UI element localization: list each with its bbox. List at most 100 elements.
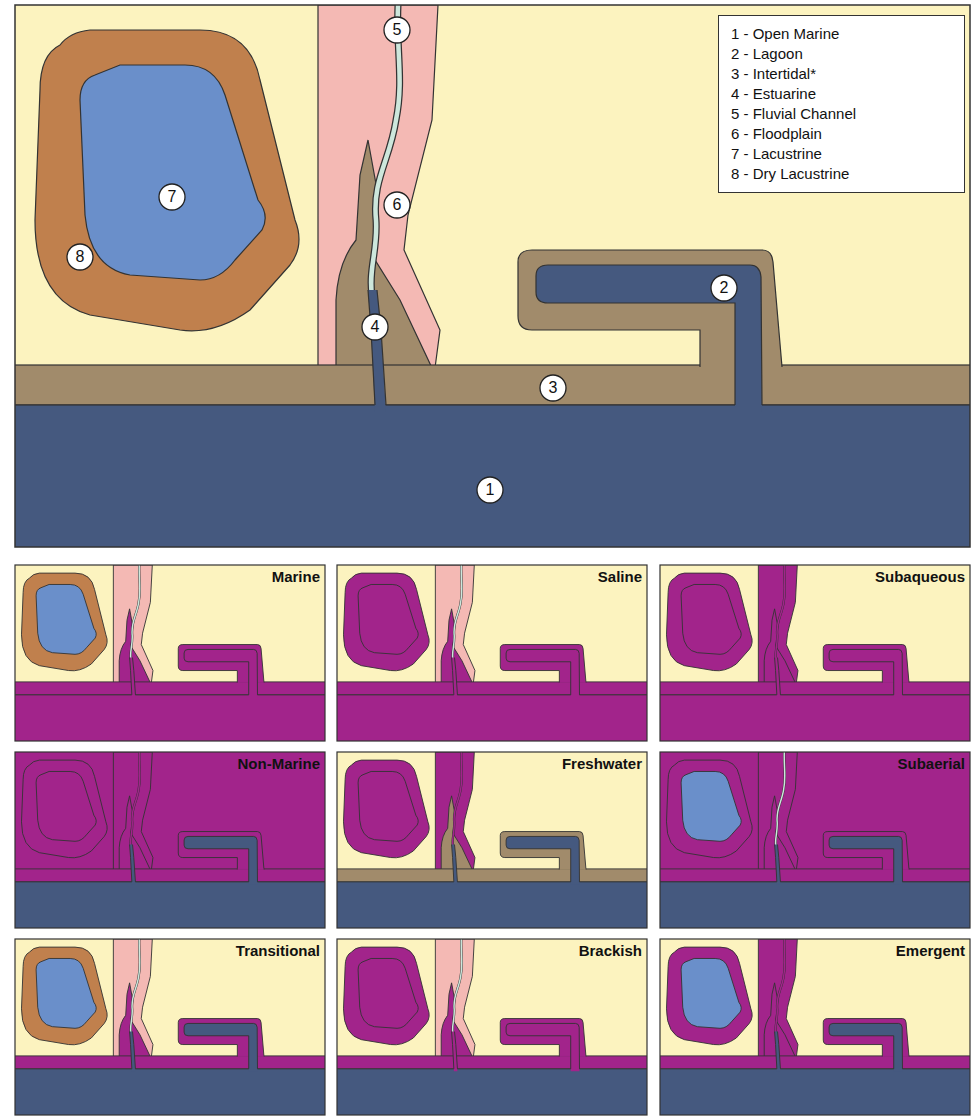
small-map-clip [660,565,970,741]
lake-area [358,958,418,1028]
intertidal-band [337,869,647,882]
lagoon-outline [184,649,257,694]
intertidal-band [337,682,647,695]
small-map [13,565,326,743]
estuary-channel [452,845,458,885]
lake-area [358,771,418,841]
panel-box: Freshwater [337,752,647,928]
callout-circle [711,275,737,301]
lagoon-outline [506,836,579,881]
lagoon-water [184,649,257,697]
intertidal-band [337,1056,647,1069]
estuary-channel [130,658,136,698]
dry-lake-area [21,760,107,858]
callout-number: 7 [159,184,185,210]
channel-outline [131,565,140,659]
small-map [335,565,648,743]
small-map [13,939,326,1117]
estuary-channel-outline [452,845,458,882]
small-maps [13,565,971,1117]
callout-circle [540,375,566,401]
small-map-clip [15,565,325,741]
estuary-channel-outline [130,845,136,882]
fluvial-channel [453,752,462,846]
fluvial-channel [776,939,785,1033]
open-marine-area [337,695,647,741]
lagoon-water [184,836,257,884]
lagoon-water [536,265,762,412]
panel-title: Subaerial [897,752,970,772]
lake-area [36,584,96,654]
legend-entry: 5 - Fluvial Channel [731,104,952,124]
lagoon-water [184,1023,257,1071]
fluvial-channel [453,939,462,1033]
estuary-channel-outline [775,658,781,695]
dry-lake-area [343,573,429,671]
lagoon-outline [536,265,762,405]
lagoon-water [829,1023,902,1071]
estuary-channel-outline [775,1032,781,1069]
small-map [658,939,971,1117]
lake-area [80,65,265,280]
small-map-frame [337,752,647,928]
callout-number: 8 [67,244,93,270]
fluvial-channel [131,939,140,1033]
fluvial-channel [131,565,140,659]
dry-lake-area [35,30,299,331]
estuary-channel-outline [130,1032,136,1069]
fluvial-channel [776,565,785,659]
estuary-channel [130,845,136,885]
channel-outline [453,939,462,1033]
small-map [335,939,648,1117]
legend-entry: 1 - Open Marine [731,24,952,44]
dry-lake-area [666,947,752,1045]
lagoon-water [506,1023,579,1071]
channel-outline [453,752,462,846]
estuary-channel [452,658,458,698]
channel-outline [131,752,140,846]
lagoon-water [829,836,902,884]
legend-entry: 6 - Floodplain [731,124,952,144]
estuary-channel-outline [130,658,136,695]
lagoon-outline [506,649,579,694]
callout-number: 3 [540,375,566,401]
open-marine-area [660,882,970,928]
small-map-clip [337,565,647,741]
callout-circle [362,314,388,340]
panel-title: Transitional [236,939,325,959]
channel-outline [776,939,785,1033]
small-map-frame [660,565,970,741]
panel-title: Subaqueous [875,565,970,585]
panel-box: Brackish [337,939,647,1115]
dry-lake-area [21,573,107,671]
dry-lake-area [21,947,107,1045]
lagoon-outline [829,1023,902,1068]
small-map-frame [15,565,325,741]
dry-lake-area [666,573,752,671]
callout-number: 1 [477,477,503,503]
small-map-clip [15,939,325,1115]
channel-outline [776,565,785,659]
small-map [658,752,971,930]
lake-area [36,771,96,841]
small-map-frame [337,565,647,741]
estuary-channel [775,1032,781,1072]
estuary-channel-outline [368,290,386,405]
lagoon-outline [184,836,257,881]
small-map-clip [660,939,970,1115]
lake-area [681,771,741,841]
lake-area [36,958,96,1028]
small-map-clip [337,752,647,928]
callout-number: 5 [384,17,410,43]
intertidal-band [15,365,970,405]
intertidal-band [15,869,325,882]
callout-circle [384,192,410,218]
open-marine-area [337,882,647,928]
panel-title: Emergent [896,939,970,959]
small-map-clip [15,752,325,928]
small-map-clip [337,939,647,1115]
dry-lake-area [343,947,429,1045]
fluvial-channel [371,5,400,295]
panel-title: Marine [272,565,325,585]
intertidal-band [660,869,970,882]
